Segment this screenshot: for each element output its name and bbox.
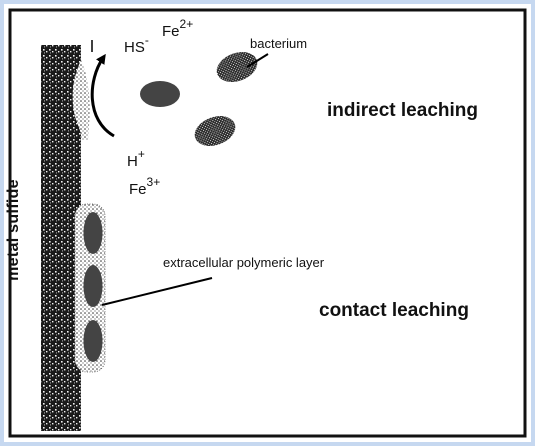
eps-label: extracellular polymeric layer — [163, 255, 325, 270]
fe2-ion-label: Fe2+ — [162, 17, 194, 40]
contact-leaching-heading: contact leaching — [319, 300, 469, 321]
metal-sulfide-label: metal sulfide — [5, 179, 22, 281]
h-ion-label: H+ — [127, 147, 145, 170]
bacterium-label: bacterium — [250, 36, 308, 51]
indirect-leaching-heading: indirect leaching — [327, 100, 478, 121]
dissolution-pit — [72, 60, 90, 140]
free-bacterium-hatched-1 — [216, 52, 258, 82]
hs-ion-label: HS- — [124, 33, 149, 56]
attached-bacterium-3 — [83, 320, 103, 362]
attached-bacterium-1 — [83, 212, 103, 254]
free-bacterium-solid — [140, 81, 180, 107]
fe3-ion-label: Fe3+ — [129, 175, 161, 198]
attached-bacterium-2 — [83, 265, 103, 307]
reaction-arrow — [90, 53, 115, 138]
free-bacterium-hatched-2 — [194, 116, 236, 146]
bacterium-leader-line — [246, 53, 269, 68]
eps-leader-line — [101, 277, 213, 306]
